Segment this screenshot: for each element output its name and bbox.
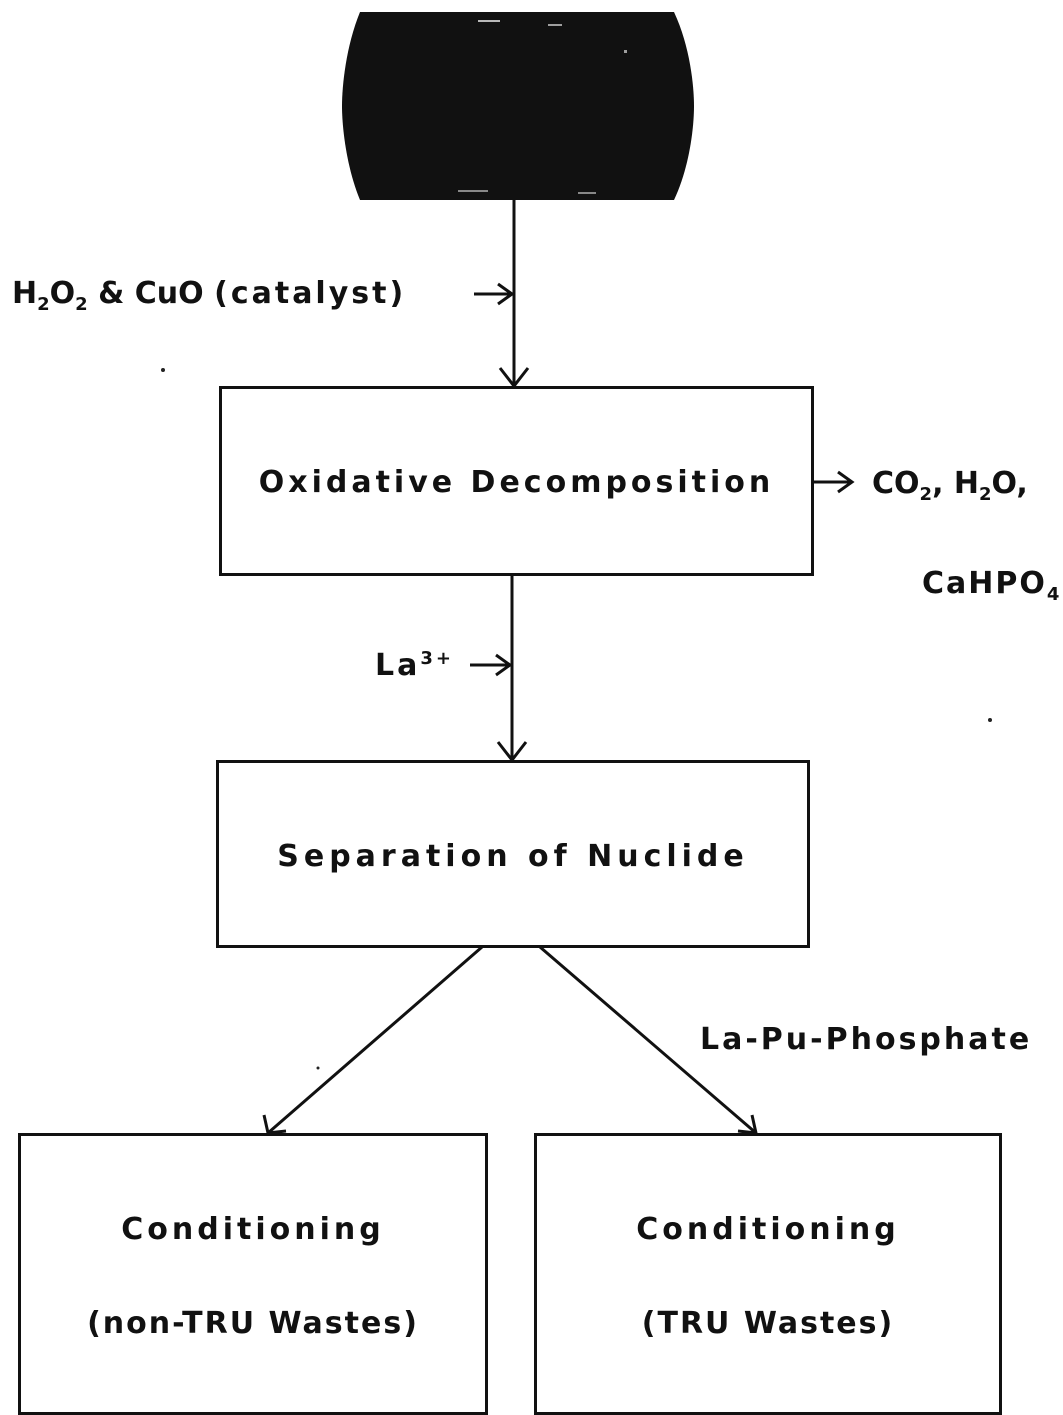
separation-label: Separation of Nuclide — [277, 839, 749, 874]
separation-box: Separation of Nuclide — [216, 760, 810, 948]
precipitate-label: La-Pu-Phosphate — [700, 1022, 1033, 1057]
oxidant-and: & — [98, 276, 125, 311]
conditioning-left-subtitle: (non-TRU Wastes) — [87, 1306, 419, 1341]
arrow-separation-to-right — [539, 945, 757, 1135]
oxidative-decomposition-box: Oxidative Decomposition — [219, 386, 814, 576]
catalyst-formula: CuO — [134, 276, 204, 311]
conditioning-non-tru-box: Conditioning (non-TRU Wastes) — [18, 1133, 488, 1415]
gas-products-label: CO2, H2O, — [872, 466, 1028, 505]
arrow-separation-to-left — [267, 945, 483, 1135]
conditioning-tru-box: Conditioning (TRU Wastes) — [534, 1133, 1002, 1415]
conditioning-right-title: Conditioning — [636, 1212, 900, 1247]
waste-drum-icon — [342, 12, 694, 200]
arrowhead-reagent-in — [497, 282, 515, 306]
conditioning-right-subtitle: (TRU Wastes) — [641, 1306, 895, 1341]
reagent-label: H2O2 & CuO (catalyst) — [12, 276, 406, 315]
conditioning-left-title: Conditioning — [121, 1212, 385, 1247]
lanthanum-label: La3+ — [375, 648, 454, 683]
solid-product-label: CaHPO4 — [922, 566, 1062, 605]
oxidant-formula: H2O2 — [12, 276, 88, 315]
catalyst-label: (catalyst) — [214, 276, 407, 311]
arrowhead-products-out — [837, 470, 855, 494]
oxidative-decomposition-label: Oxidative Decomposition — [258, 465, 775, 500]
arrowhead-left — [262, 1114, 287, 1135]
arrowhead-lanthanum-in — [495, 653, 513, 677]
